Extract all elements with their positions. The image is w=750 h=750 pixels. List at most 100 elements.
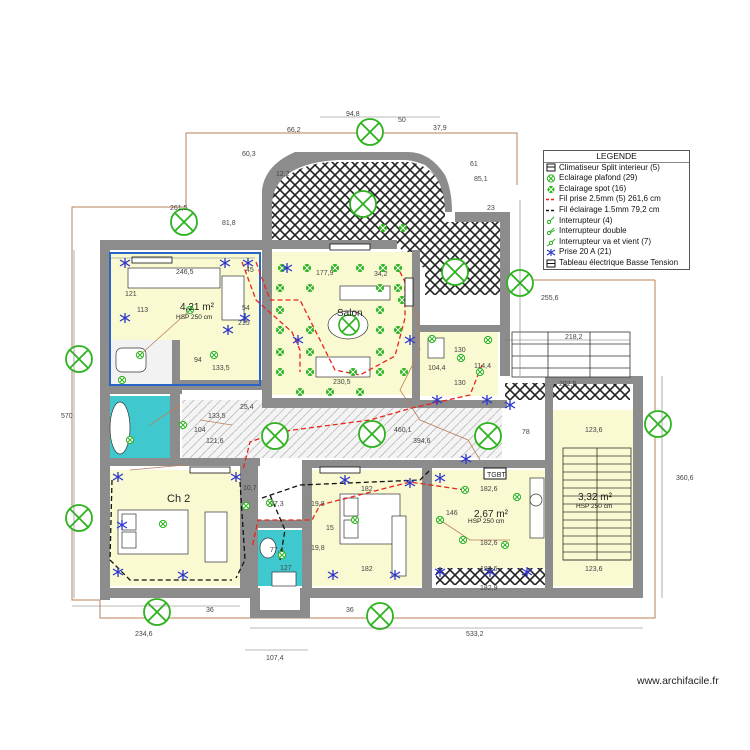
spot-light-icon	[276, 306, 284, 314]
dim: 255,6	[541, 295, 559, 302]
legend-item: Eclairage spot (16)	[544, 184, 689, 195]
socket-icon	[481, 395, 493, 405]
dim: 60,3	[242, 151, 256, 158]
ceiling-light-icon	[265, 498, 275, 508]
dim: 78	[522, 429, 530, 436]
stair-area: 3,32 m²	[578, 492, 613, 503]
dim: 261,5	[170, 205, 188, 212]
ceiling-light-icon	[65, 504, 93, 532]
dim: 230,5	[333, 379, 351, 386]
ceiling-light-icon	[435, 515, 445, 525]
legend-item: Eclairage plafond (29)	[544, 173, 689, 184]
dim: 45	[246, 267, 254, 274]
ceiling-light-icon	[427, 334, 437, 344]
legend-item: Fil prise 2.5mm (5) 261,6 cm	[544, 194, 689, 205]
socket-icon	[484, 567, 496, 577]
dim: 15	[326, 525, 334, 532]
ceiling-light-icon	[125, 435, 135, 445]
dim: 202,5	[559, 381, 577, 388]
spot-light-icon	[376, 326, 384, 334]
dimension-labels: 94,8 50 37,9 66,2 60,3 61 12,2 85,1 23 2…	[61, 111, 694, 662]
dim: 104	[194, 427, 206, 434]
dimension-lines	[72, 116, 663, 651]
dim: 182	[361, 486, 373, 493]
spot-light-icon	[296, 388, 304, 396]
socket-icon	[327, 570, 339, 580]
ceiling-light-icon	[209, 350, 219, 360]
dim: 81,8	[222, 220, 236, 227]
ceiling-light-icon	[475, 367, 485, 377]
dim: 66,2	[287, 127, 301, 134]
dim: 570	[61, 413, 73, 420]
dim: 133,5	[212, 365, 230, 372]
ceiling-light-icon	[241, 501, 251, 511]
dim: 36	[206, 607, 214, 614]
socket-icon	[404, 478, 416, 488]
dim: 130	[454, 347, 466, 354]
dim: 50	[398, 117, 406, 124]
dim: 104,4	[428, 365, 446, 372]
dim: 218,2	[565, 334, 583, 341]
ac-unit-icon	[319, 466, 361, 474]
spot-light-icon	[376, 284, 384, 292]
ceiling-light-icon	[185, 305, 195, 315]
socket-icon	[339, 475, 351, 485]
ac-unit-icon	[131, 256, 173, 264]
dim: 182,9	[480, 585, 498, 592]
socket-icon	[504, 400, 516, 410]
ceiling-light-icon	[366, 602, 394, 630]
ceiling-light-icon	[170, 208, 198, 236]
spot-light-icon	[394, 326, 402, 334]
socket-icon	[112, 472, 124, 482]
dim: 182	[361, 566, 373, 573]
legend-item: Interrupteur (4)	[544, 216, 689, 227]
room-labels: Salon Ch 2 4,21 m² HSP 250 cm 2,67 m² HS…	[167, 302, 613, 525]
socket-icon	[404, 335, 416, 345]
fixtures	[65, 118, 672, 630]
dim: 177,9	[316, 270, 334, 277]
black-wire-icon	[546, 206, 556, 215]
kitchen-hsp: HSP 250 cm	[468, 518, 504, 525]
socket-icon	[239, 313, 251, 323]
dim: 234,6	[135, 631, 153, 638]
dim: 12,2	[276, 171, 290, 178]
dim: 113	[137, 307, 148, 314]
dim: 130	[454, 380, 466, 387]
dim: 94,8	[346, 111, 360, 118]
socket-icon	[281, 263, 293, 273]
ceiling-light-icon	[512, 492, 522, 502]
socket-icon	[119, 313, 131, 323]
wiring	[109, 261, 510, 581]
dim: 54	[242, 305, 250, 312]
dim: 114,4	[474, 363, 491, 370]
spot-light-icon	[398, 296, 406, 304]
ceiling-light-icon	[117, 375, 127, 385]
salon-label: Salon	[337, 308, 363, 319]
ceiling-light-icon	[358, 420, 386, 448]
dim: 215	[238, 320, 250, 327]
ch2-label: Ch 2	[167, 493, 190, 505]
bedroom1-outline	[109, 252, 261, 386]
spot-light-icon	[306, 368, 314, 376]
ceiling-light-icon	[350, 515, 360, 525]
legend-item: Fil éclairage 1.5mm 79,2 cm	[544, 205, 689, 216]
legend-item: Interrupteur va et vient (7)	[544, 237, 689, 248]
spot-light-icon	[303, 264, 311, 272]
socket-icon	[222, 325, 234, 335]
dim: 34,2	[374, 271, 388, 278]
spot-light-icon	[276, 284, 284, 292]
red-wire-icon	[546, 195, 556, 204]
ceiling-light-icon	[178, 420, 188, 430]
dim: 85,1	[474, 176, 488, 183]
dim: 360,6	[676, 475, 694, 482]
socket-icon	[219, 258, 231, 268]
socket-icon	[292, 335, 304, 345]
dim: 133,5	[208, 413, 226, 420]
dim: 182,6	[480, 566, 498, 573]
ceiling-light-icon	[143, 598, 171, 626]
dim: 19,8	[311, 545, 325, 552]
dim: 533,2	[466, 631, 484, 638]
spot-light-icon	[306, 348, 314, 356]
spot-light-icon	[356, 388, 364, 396]
